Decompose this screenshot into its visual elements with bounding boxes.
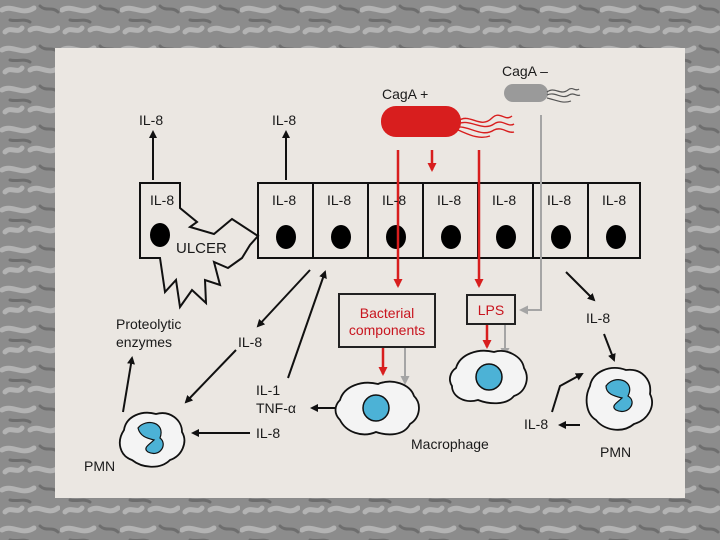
cagA-negative-label: CagA – [502,63,548,79]
arrow-cagA-negative-to-lps [519,115,542,315]
arrow-pmn-to-enzymes [122,356,135,413]
il1-label: IL-1 [256,382,281,398]
macrophage-cell-icon-2 [449,349,528,405]
arrow-il8-to-right-pmn [603,333,616,362]
lps-label: LPS [477,302,505,318]
arrow-epithelium-to-il8 [256,269,311,328]
arrow-il8-loop-to-pmn [551,373,584,413]
il8-top-left-label: IL-8 [139,112,164,128]
il8-cell-7-label: IL-8 [602,192,627,208]
il8-cell-6-label: IL-8 [547,192,572,208]
il8-middle-label: IL-8 [238,334,263,350]
il8-cell-4-label: IL-8 [437,192,462,208]
tnf-alpha-label: TNF-α [256,400,296,416]
pmn-cell-icon-right [585,367,653,431]
pmn-right-label: PMN [600,444,632,460]
il8-cell-1-label: IL-8 [272,192,297,208]
proteolytic-label: Proteolytic [116,316,182,332]
ulcer-region [139,182,260,310]
pmn-cell-icon-left [118,411,186,468]
cagA-positive-bacterium-icon [381,106,515,139]
arrow-epithelium-to-right-il8 [565,271,596,302]
il8-cell-3-label: IL-8 [382,192,407,208]
il8-cytokine-label: IL-8 [256,425,281,441]
il8-right-label: IL-8 [586,310,611,326]
il8-top-right-label: IL-8 [272,112,297,128]
ulcer-label: ULCER [176,240,227,257]
enzymes-label: enzymes [116,334,173,350]
bacterial-label: Bacterial [359,305,415,321]
il8-cell-5-label: IL-8 [492,192,517,208]
lps-box: LPS [466,294,516,325]
arrow-il8-to-pmn [184,349,237,404]
bacterial-components-box: Bacterial components [338,293,436,348]
epithelial-layer [257,182,641,259]
cagA-negative-bacterium-icon [504,84,581,103]
macrophage-cell-icon [334,380,420,436]
il8-bottom-right-label: IL-8 [524,416,549,432]
pmn-left-label: PMN [84,458,116,474]
il8-ulcer-cell-label: IL-8 [150,192,175,208]
arrow-cytokines-to-epithelium [287,270,327,379]
il8-cell-2-label: IL-8 [327,192,352,208]
macrophage-label: Macrophage [411,436,489,452]
cagA-positive-label: CagA + [382,86,429,102]
components-label: components [348,322,426,338]
